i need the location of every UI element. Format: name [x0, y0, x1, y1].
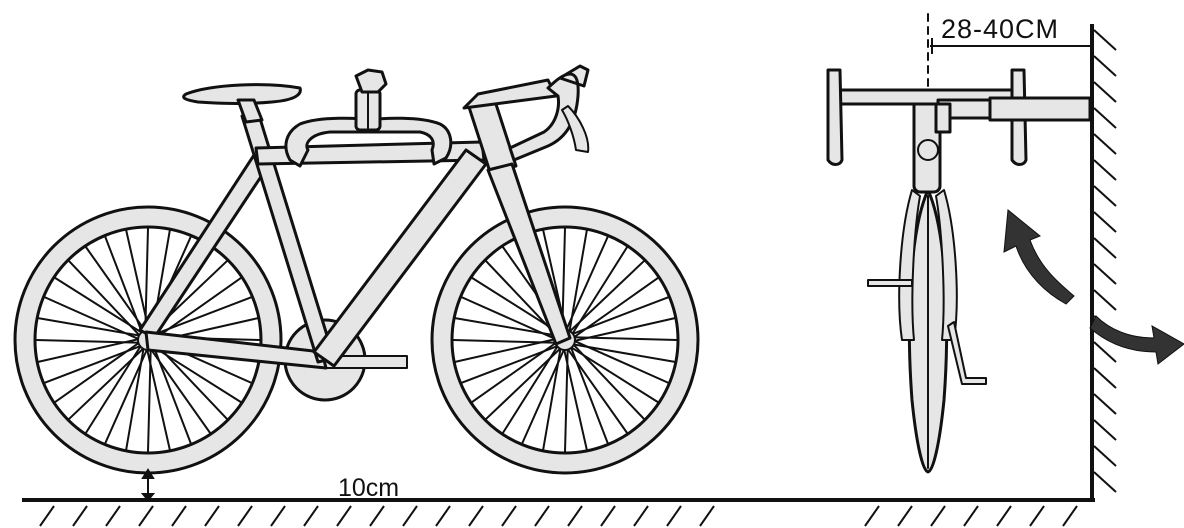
wall: [1090, 24, 1117, 500]
rotate-arrow-right-icon: [1089, 315, 1184, 365]
rotate-arrow-up-icon: [1003, 209, 1075, 305]
front-handlebar: [826, 68, 1028, 166]
handlebar: [508, 64, 590, 162]
saddle: [182, 83, 302, 105]
wall-mount-arm: [934, 96, 1092, 134]
ground-clearance-label: 10cm: [338, 474, 400, 502]
side-view-bicycle: [13, 64, 700, 475]
front-view-bicycle: [826, 13, 1092, 474]
wall-mount-hook: [284, 68, 453, 168]
ground-hatching: [39, 505, 1078, 527]
fork: [898, 189, 958, 341]
ground: [22, 498, 1095, 527]
wall-distance-dimension: [930, 38, 1090, 54]
bicycle-frame: [138, 78, 572, 370]
wall-distance-label: 28-40CM: [941, 14, 1060, 44]
ground-clearance-dimension: [140, 468, 156, 502]
pedals: [867, 279, 987, 385]
wall-hatching: [1093, 29, 1117, 493]
front-wheel: [430, 205, 700, 475]
